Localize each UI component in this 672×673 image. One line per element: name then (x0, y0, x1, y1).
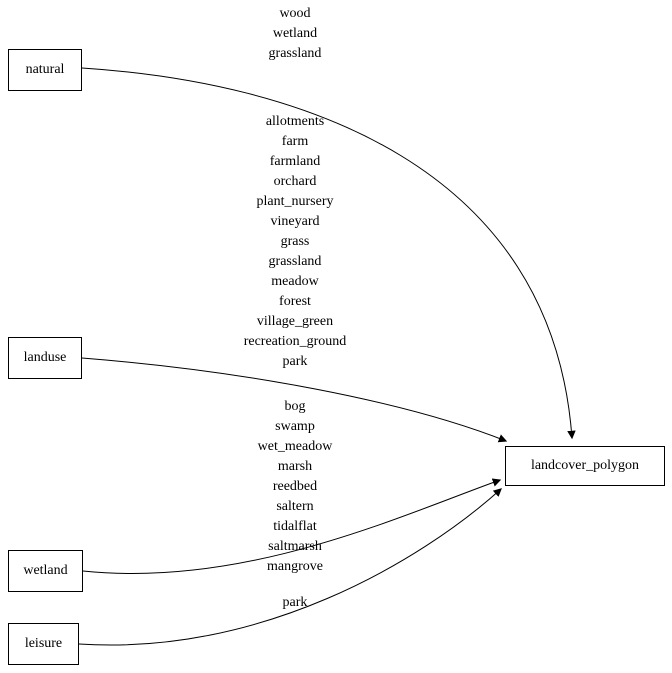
node-natural-label: natural (25, 62, 65, 77)
edge-label-leisure-values: park (282, 595, 308, 610)
node-landcover-polygon: landcover_polygon (505, 446, 665, 486)
node-wetland-label: wetland (23, 563, 68, 578)
edge-label-wetland-values: bog swamp wet_meadow marsh reedbed salte… (257, 399, 333, 574)
node-leisure: leisure (8, 623, 79, 665)
edge-label-natural-values: wood wetland grassland (268, 6, 322, 61)
edge-landuse-to-landcover-polygon (81, 357, 508, 443)
edge-natural-to-landcover-polygon (81, 67, 576, 440)
node-natural: natural (8, 49, 82, 91)
edge-label-landuse-values: allotments farm farmland orchard plant_n… (243, 114, 347, 369)
node-landcover-polygon-label: landcover_polygon (530, 458, 640, 473)
edge-leisure-to-landcover-polygon (78, 488, 502, 646)
node-wetland: wetland (8, 550, 83, 592)
node-leisure-label: leisure (24, 636, 63, 651)
node-landuse: landuse (8, 337, 82, 379)
edge-wetland-to-landcover-polygon (82, 478, 502, 575)
node-landuse-label: landuse (23, 350, 67, 365)
